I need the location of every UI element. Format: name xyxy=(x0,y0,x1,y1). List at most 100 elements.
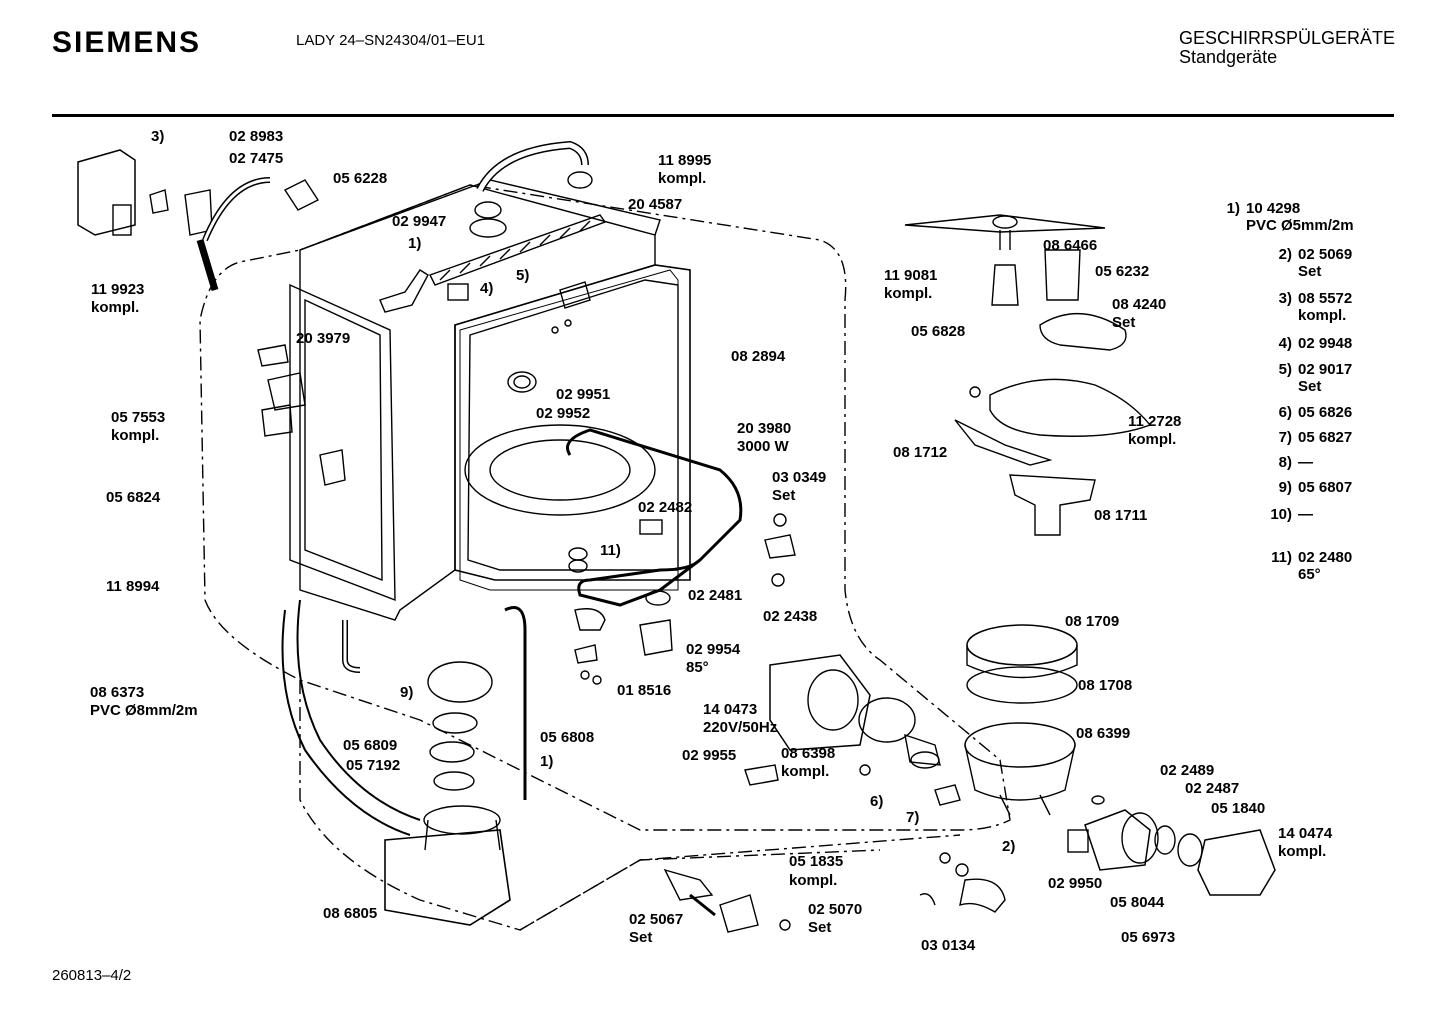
bracket-4 xyxy=(447,283,469,301)
callout-081711: 08 1711 xyxy=(1094,507,1148,524)
inlet-grommet-inner xyxy=(513,375,531,389)
level-switch xyxy=(639,619,673,656)
hose-7 xyxy=(934,784,961,806)
legend-code: 02 9948 xyxy=(1298,335,1353,352)
inlet-grommet xyxy=(507,371,537,393)
callout-086398: 08 6398 xyxy=(781,745,836,762)
legend-key: 10) xyxy=(1270,506,1292,523)
clip-parts xyxy=(574,644,598,664)
model-number: LADY 24–SN24304/01–EU1 xyxy=(296,32,486,49)
callout-025070-set: Set xyxy=(808,919,832,936)
callout-029947: 02 9947 xyxy=(392,213,447,230)
callout-029950: 02 9950 xyxy=(1048,875,1103,892)
legend-key: 11) xyxy=(1271,549,1292,566)
drain-hose-2 xyxy=(281,609,411,836)
valve-stem xyxy=(689,893,716,917)
sump-top xyxy=(423,805,501,835)
category-line-2: Standgeräte xyxy=(1179,47,1278,67)
category-line-1: GESCHIRRSPÜLGERÄTE xyxy=(1179,28,1396,48)
callout-203979: 20 3979 xyxy=(296,330,351,347)
callout-082894: 08 2894 xyxy=(731,348,786,365)
air-break-box xyxy=(77,149,136,236)
part-022481 xyxy=(645,590,671,606)
spray-arm-stem xyxy=(999,230,1011,250)
callout-030134: 03 0134 xyxy=(921,937,976,954)
legend-key: 5) xyxy=(1278,361,1292,378)
part-029955 xyxy=(744,764,779,786)
legend-item-1: 1)10 4298 PVC Ø5mm/2m xyxy=(1200,200,1354,234)
base-outline xyxy=(519,849,881,931)
legend-item-5: 5)02 9017 Set xyxy=(1252,361,1353,395)
callout-029952: 02 9952 xyxy=(536,405,591,422)
bracket-084240 xyxy=(1039,313,1127,351)
sump-housing xyxy=(384,829,511,926)
filter-cap-9 xyxy=(427,661,493,703)
callout-030349-set: Set xyxy=(772,487,796,504)
hose-left xyxy=(202,177,271,242)
screw-5b xyxy=(564,319,572,327)
callout-1-top: 1) xyxy=(408,235,422,252)
callout-022438: 02 2438 xyxy=(763,608,818,625)
callout-051840: 05 1840 xyxy=(1211,800,1266,817)
washer-030349 xyxy=(771,573,785,587)
legend-item-10: 10)— xyxy=(1252,506,1313,523)
callout-018516: 01 8516 xyxy=(617,682,672,699)
legend-code: 02 2480 xyxy=(1298,549,1353,566)
legend-key: 2) xyxy=(1278,246,1292,263)
callout-022489: 02 2489 xyxy=(1160,762,1215,779)
callout-056808: 05 6808 xyxy=(540,729,595,746)
legend-key: 6) xyxy=(1278,404,1292,421)
tub-left-inner xyxy=(304,298,383,582)
oring-022489 xyxy=(1091,795,1105,805)
callout-7: 7) xyxy=(906,809,920,826)
oring-2a xyxy=(939,852,951,864)
callout-5: 5) xyxy=(516,267,530,284)
air-break-cap xyxy=(112,204,132,236)
callout-203980: 20 3980 xyxy=(737,420,792,437)
inlet-elbow xyxy=(283,179,320,211)
legend-key: 7) xyxy=(1278,429,1292,446)
switch-3 xyxy=(261,404,293,437)
screw-030349 xyxy=(773,513,787,527)
legend-desc: kompl. xyxy=(1298,307,1347,324)
legend-code: — xyxy=(1298,454,1313,471)
legend-key: 4) xyxy=(1278,335,1292,352)
legend-desc: PVC Ø5mm/2m xyxy=(1246,217,1354,234)
callout-056828: 05 6828 xyxy=(911,323,966,340)
callout-119081-kompl: kompl. xyxy=(884,285,933,302)
legend-item-11: 11)02 2480 65° xyxy=(1252,549,1352,583)
top-pipe-inner xyxy=(477,142,588,192)
float-switch xyxy=(319,449,346,486)
ring-056808 xyxy=(432,712,478,734)
hose-6 xyxy=(910,751,940,769)
header-rule xyxy=(52,114,1394,117)
rail xyxy=(429,214,607,286)
tub-top xyxy=(299,179,661,251)
thermostat-11-body xyxy=(568,559,588,573)
drain-pump-housing xyxy=(1084,809,1151,871)
elbow-056973 xyxy=(959,878,1006,913)
hose-vertical xyxy=(196,238,219,292)
callout-9: 9) xyxy=(400,684,414,701)
clip-030134 xyxy=(919,893,936,906)
callout-086373: 08 6373 xyxy=(90,684,145,701)
callout-081709: 08 1709 xyxy=(1065,613,1120,630)
callout-3: 3) xyxy=(151,128,165,145)
bracket-5 xyxy=(559,281,591,309)
callout-056232: 05 6232 xyxy=(1095,263,1150,280)
filter-081708 xyxy=(966,666,1078,704)
callout-081708: 08 1708 xyxy=(1078,677,1133,694)
legend-item-8: 8)— xyxy=(1252,454,1313,471)
callout-11: 11) xyxy=(600,542,621,559)
fill-hose-1 xyxy=(504,606,527,800)
switch-1 xyxy=(257,344,289,367)
callout-051835: 05 1835 xyxy=(789,853,844,870)
sump-neck xyxy=(424,819,501,851)
callout-056809: 05 6809 xyxy=(343,737,398,754)
seal-022487 xyxy=(1154,825,1176,855)
callout-119923: 11 9923 xyxy=(91,281,145,298)
screw-5a xyxy=(551,326,559,334)
callout-056824: 05 6824 xyxy=(106,489,161,506)
callout-112728: 11 2728 xyxy=(1128,413,1182,430)
